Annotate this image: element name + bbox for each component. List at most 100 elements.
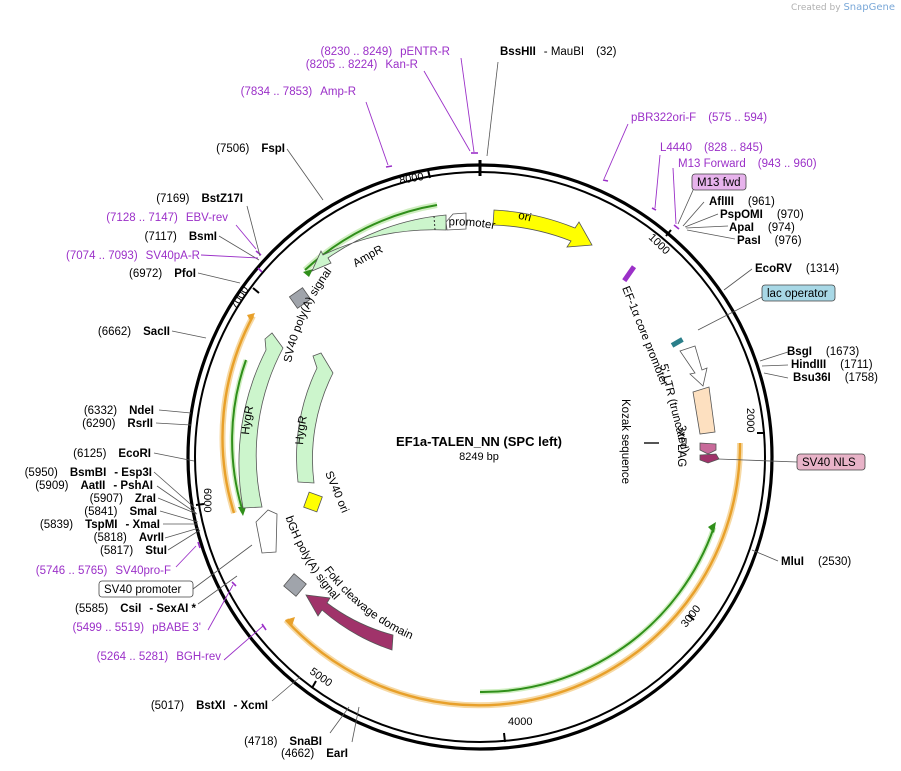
feature-ori: ori bbox=[492, 209, 593, 248]
svg-text:SV40 promoter: SV40 promoter bbox=[104, 584, 182, 596]
primer-leader-lines bbox=[175, 57, 677, 661]
primer-l4440: L4440(828 .. 845) bbox=[660, 142, 763, 154]
site-fspi: (7506)FspI bbox=[216, 143, 285, 155]
svg-text:M13 fwd: M13 fwd bbox=[697, 177, 740, 189]
feature-bgh-polya-signal: bGH poly(A) signal bbox=[283, 514, 342, 602]
svg-text:(7169)BstZ17I: (7169)BstZ17I bbox=[156, 193, 243, 205]
box-leader-lines bbox=[192, 187, 798, 590]
svg-text:lac operator: lac operator bbox=[767, 288, 828, 300]
site-bsgi: BsgI(1673) bbox=[787, 346, 859, 358]
svg-text:SV40 ori: SV40 ori bbox=[322, 469, 350, 514]
site-leader-lines bbox=[153, 61, 789, 743]
site-pfoi: (6972)PfoI bbox=[129, 268, 196, 280]
orf-arc-left bbox=[219, 313, 256, 516]
svg-text:PasI(976): PasI(976) bbox=[737, 235, 802, 247]
site-apai: ApaI(974) bbox=[729, 222, 795, 234]
plasmid-length: 8249 bp bbox=[459, 451, 499, 463]
svg-text:(4718)SnaBI: (4718)SnaBI bbox=[244, 736, 322, 748]
site-sacii: (6662)SacII bbox=[98, 326, 170, 338]
box-lac-operator: lac operator bbox=[761, 284, 836, 302]
svg-text:(5817)StuI: (5817)StuI bbox=[100, 545, 167, 557]
primer-pbabe-3: (5499 .. 5519)pBABE 3' bbox=[73, 622, 201, 634]
plasmid-title: EF1a-TALEN_NN (SPC left) 8249 bp bbox=[396, 434, 562, 463]
feature-orange-cds bbox=[692, 386, 716, 435]
svg-text:(5818)AvrII: (5818)AvrII bbox=[94, 532, 164, 544]
primer-ebv-rev: (7128 .. 7147)EBV-rev bbox=[106, 212, 228, 224]
svg-text:(5264 .. 5281)BGH-rev: (5264 .. 5281)BGH-rev bbox=[97, 651, 222, 663]
tick-label-6000: 6000 bbox=[201, 488, 213, 512]
svg-text:BssHII- MauBI(32): BssHII- MauBI(32) bbox=[500, 46, 617, 58]
site-avrii: (5818)AvrII bbox=[94, 532, 164, 544]
tick-mark-6000: 6000 bbox=[195, 488, 213, 512]
svg-text:PspOMI(970): PspOMI(970) bbox=[720, 209, 804, 221]
svg-text:MluI(2530): MluI(2530) bbox=[781, 556, 851, 568]
svg-text:BsgI(1673): BsgI(1673) bbox=[787, 346, 859, 358]
svg-text:SV40 NLS: SV40 NLS bbox=[802, 457, 856, 469]
svg-text:EcoRV(1314): EcoRV(1314) bbox=[755, 263, 839, 275]
site-bsmbi: (5950)BsmBI- Esp3I bbox=[25, 467, 152, 479]
svg-text:(4662)EarI: (4662)EarI bbox=[281, 748, 348, 760]
box-sv40-nls: SV40 NLS bbox=[796, 453, 866, 471]
plasmid-backbone bbox=[186, 160, 774, 751]
svg-text:Bsu36I(1758): Bsu36I(1758) bbox=[793, 372, 878, 384]
svg-text:(8230 .. 8249)pENTR-R: (8230 .. 8249)pENTR-R bbox=[321, 46, 450, 58]
svg-text:HygR: HygR bbox=[294, 415, 310, 445]
orf-arc-right bbox=[283, 442, 744, 709]
svg-text:HygR: HygR bbox=[240, 405, 256, 436]
svg-text:(8205 .. 8224)Kan-R: (8205 .. 8224)Kan-R bbox=[306, 59, 418, 71]
svg-text:(7117)BsmI: (7117)BsmI bbox=[144, 231, 217, 243]
feature-sv40-polya-signal-top: SV40 poly(A) signal bbox=[282, 266, 334, 364]
watermark-brand: SnapGene bbox=[843, 2, 895, 13]
site-zrai: (5907)ZraI bbox=[90, 493, 156, 505]
watermark-created-by: Created by bbox=[791, 3, 841, 13]
site-rsrii: (6290)RsrII bbox=[82, 418, 153, 430]
primer-sv40pro-f: (5746 .. 5765)SV40pro-F bbox=[36, 565, 171, 577]
box-sv40-promoter: SV40 promoter bbox=[98, 580, 194, 598]
primer-bgh-rev: (5264 .. 5281)BGH-rev bbox=[97, 651, 222, 663]
svg-text:3xFLAG: 3xFLAG bbox=[675, 425, 687, 467]
feature-hygr-inner: HygR bbox=[294, 352, 334, 484]
site-csii: (5585)CsiI- SexAI * bbox=[75, 603, 197, 615]
svg-text:Kozak sequence: Kozak sequence bbox=[619, 399, 631, 484]
svg-text:ApaI(974): ApaI(974) bbox=[729, 222, 795, 234]
svg-text:(7506)FspI: (7506)FspI bbox=[216, 143, 285, 155]
svg-text:AmpR: AmpR bbox=[351, 244, 385, 270]
tick-mark-7000: 7000 bbox=[228, 284, 260, 312]
svg-text:L4440(828 .. 845): L4440(828 .. 845) bbox=[660, 142, 763, 154]
primer-kan-r: (8205 .. 8224)Kan-R bbox=[306, 59, 418, 71]
tick-label-7000: 7000 bbox=[228, 284, 251, 311]
site-ecori: (6125)EcoRI bbox=[73, 448, 151, 460]
feature-lac-operator-block bbox=[670, 337, 684, 348]
site-snabi: (4718)SnaBI bbox=[244, 736, 322, 748]
svg-text:(6125)EcoRI: (6125)EcoRI bbox=[73, 448, 151, 460]
box-m13-fwd: M13 fwd bbox=[691, 173, 747, 191]
svg-text:SV40 poly(A) signal: SV40 poly(A) signal bbox=[282, 266, 334, 364]
svg-text:pBR322ori-F(575 .. 594): pBR322ori-F(575 .. 594) bbox=[631, 112, 767, 124]
svg-text:(5839)TspMI- XmaI: (5839)TspMI- XmaI bbox=[40, 519, 160, 531]
site-hindiii: HindIII(1711) bbox=[791, 359, 873, 371]
feature-3xflag: 3xFLAG bbox=[675, 425, 720, 467]
svg-text:AflIII(961): AflIII(961) bbox=[709, 196, 775, 208]
svg-text:(5950)BsmBI- Esp3I: (5950)BsmBI- Esp3I bbox=[25, 467, 152, 479]
svg-text:(6332)NdeI: (6332)NdeI bbox=[84, 405, 154, 417]
site-pspomi: PspOMI(970) bbox=[720, 209, 804, 221]
tick-label-2000: 2000 bbox=[744, 408, 756, 432]
site-pasi: PasI(976) bbox=[737, 235, 802, 247]
primer-pentr-r: (8230 .. 8249)pENTR-R bbox=[321, 46, 450, 58]
svg-text:(5746 .. 5765)SV40pro-F: (5746 .. 5765)SV40pro-F bbox=[36, 565, 171, 577]
site-bsmi: (7117)BsmI bbox=[144, 231, 217, 243]
feature-small-promoter-arrow bbox=[255, 509, 278, 554]
svg-text:(5907)ZraI: (5907)ZraI bbox=[90, 493, 156, 505]
svg-text:M13 Forward(943 .. 960): M13 Forward(943 .. 960) bbox=[678, 158, 817, 170]
primer-sv40pa-r: (7074 .. 7093)SV40pA-R bbox=[66, 250, 200, 262]
svg-text:(5499 .. 5519)pBABE 3': (5499 .. 5519)pBABE 3' bbox=[73, 622, 201, 634]
site-mlui: MluI(2530) bbox=[781, 556, 851, 568]
svg-text:(5841)SmaI: (5841)SmaI bbox=[84, 506, 157, 518]
site-ndei: (6332)NdeI bbox=[84, 405, 154, 417]
svg-text:(7834 .. 7853)Amp-R: (7834 .. 7853)Amp-R bbox=[241, 86, 356, 98]
site-tspmi: (5839)TspMI- XmaI bbox=[40, 519, 160, 531]
svg-text:(7074 .. 7093)SV40pA-R: (7074 .. 7093)SV40pA-R bbox=[66, 250, 200, 262]
svg-text:(5909)AatII- PshAI: (5909)AatII- PshAI bbox=[35, 480, 153, 492]
feature-kozak-sequence: Kozak sequence bbox=[619, 399, 659, 484]
site-eari: (4662)EarI bbox=[281, 748, 348, 760]
